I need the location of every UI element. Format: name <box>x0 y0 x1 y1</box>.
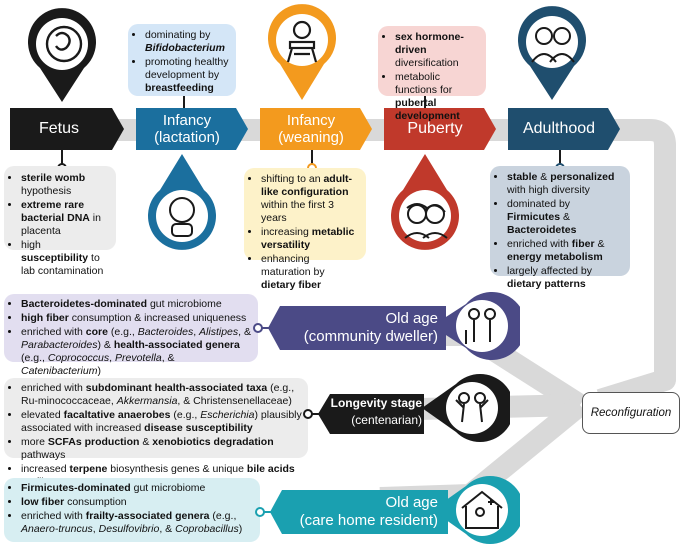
longevity-tag <box>303 394 424 434</box>
bullet-item: enriched with fiber & energy metabolism <box>507 238 624 264</box>
bullet-item: enriched with core (e.g., Bacteroides, A… <box>21 326 252 378</box>
adulthood-arrow <box>508 108 620 150</box>
longevity-info-box: enriched with subdominant health-associa… <box>4 378 308 488</box>
lactation-bullets: dominating by Bifidobacteriumpromoting h… <box>134 29 230 95</box>
baby-icon <box>169 197 195 237</box>
adulthood-info-box: stable & personalized with high diversit… <box>490 166 630 290</box>
bullet-item: enhancing maturation by dietary fiber <box>261 253 360 292</box>
bullet-item: high susceptibility to lab contamination <box>21 239 110 278</box>
bullet-item: metabolic functions for pubertal develop… <box>395 71 480 123</box>
bullet-item: extreme rare bacterial DNA in placenta <box>21 199 110 238</box>
bullet-item: sex hormone-driven diversification <box>395 31 480 70</box>
lactation-arrow <box>136 108 248 150</box>
weaning-bullets: shifting to an adult-like configuration … <box>250 173 360 292</box>
bullet-item: largely affected by dietary patterns <box>507 265 624 291</box>
bullet-item: shifting to an adult-like configuration … <box>261 173 360 225</box>
puberty-pin <box>391 154 459 250</box>
care-info-box: Firmicutes-dominated gut microbiomelow f… <box>4 478 260 542</box>
care-home-icon <box>461 490 503 529</box>
fetus-label: Fetus <box>38 120 79 137</box>
puberty-label: Puberty <box>407 120 463 137</box>
reconfiguration-box: Reconfiguration <box>582 392 680 434</box>
bullet-item: low fiber consumption <box>21 496 254 509</box>
bullet-item: Bacteroidetes-dominated gut microbiome <box>21 298 252 311</box>
weaning-label: Infancy(weaning) <box>278 112 344 146</box>
longevity-label: Longevity stage(centenarian) <box>330 396 422 427</box>
bullet-item: more SCFAs production & xenobiotics degr… <box>21 436 302 462</box>
adult-couple-icon <box>531 27 575 63</box>
fetus-info-box: sterile womb hypothesisextreme rare bact… <box>4 166 116 277</box>
fetus-pin <box>28 8 96 102</box>
dancing-elders-icon <box>455 392 489 423</box>
stage-arrows <box>10 108 620 150</box>
weaning-info-box: shifting to an adult-like configuration … <box>244 168 366 291</box>
fetus-bullets: sterile womb hypothesisextreme rare bact… <box>10 172 110 278</box>
lactation-pin <box>148 154 216 250</box>
bullet-item: dominated by Firmicutes & Bacteroidetes <box>507 198 624 237</box>
bullet-item: enriched with frailty-associated genera … <box>21 510 254 536</box>
bullet-item: dominating by Bifidobacterium <box>145 29 230 55</box>
community-bullets: Bacteroidetes-dominated gut microbiomehi… <box>10 298 252 378</box>
longevity-pin <box>422 374 510 442</box>
community-tag <box>253 306 446 350</box>
longevity-bullets: enriched with subdominant health-associa… <box>10 382 302 489</box>
community-pin <box>432 292 520 360</box>
care-tag <box>255 490 448 534</box>
bullet-item: sterile womb hypothesis <box>21 172 110 198</box>
weaning-pin <box>268 4 336 100</box>
puberty-info-box: sex hormone-driven diversificationmetabo… <box>378 26 486 122</box>
community-label: Old age(community dweller) <box>303 310 438 345</box>
teenagers-icon <box>404 203 448 239</box>
community-info-box: Bacteroidetes-dominated gut microbiomehi… <box>4 294 258 377</box>
puberty-arrow <box>384 108 496 150</box>
bullet-item: increasing metablic versatility <box>261 226 360 252</box>
puberty-bullets: sex hormone-driven diversificationmetabo… <box>384 31 480 123</box>
care-pin <box>432 476 520 544</box>
fetus-arrow <box>10 108 124 150</box>
toddler-highchair-icon <box>286 20 318 63</box>
bullet-item: elevated facaltative anaerobes (e.g., Es… <box>21 409 302 435</box>
bullet-item: high fiber consumption & increased uniqu… <box>21 312 252 325</box>
care-bullets: Firmicutes-dominated gut microbiomelow f… <box>10 482 254 536</box>
adulthood-label: Adulthood <box>522 120 596 137</box>
weaning-arrow <box>260 108 372 150</box>
bullet-item: stable & personalized with high diversit… <box>507 171 624 197</box>
adulthood-pin <box>518 6 586 100</box>
bullet-item: promoting healthy development by breastf… <box>145 56 230 95</box>
bullet-item: enriched with subdominant health-associa… <box>21 382 302 408</box>
bullet-item: Firmicutes-dominated gut microbiome <box>21 482 254 495</box>
adulthood-bullets: stable & personalized with high diversit… <box>496 171 624 291</box>
care-label: Old age(care home resident) <box>299 494 438 529</box>
lactation-label: Infancy(lactation) <box>154 112 220 146</box>
lactation-info-box: dominating by Bifidobacteriumpromoting h… <box>128 24 236 96</box>
fetus-icon <box>45 25 83 63</box>
elderly-couple-icon <box>465 308 496 344</box>
